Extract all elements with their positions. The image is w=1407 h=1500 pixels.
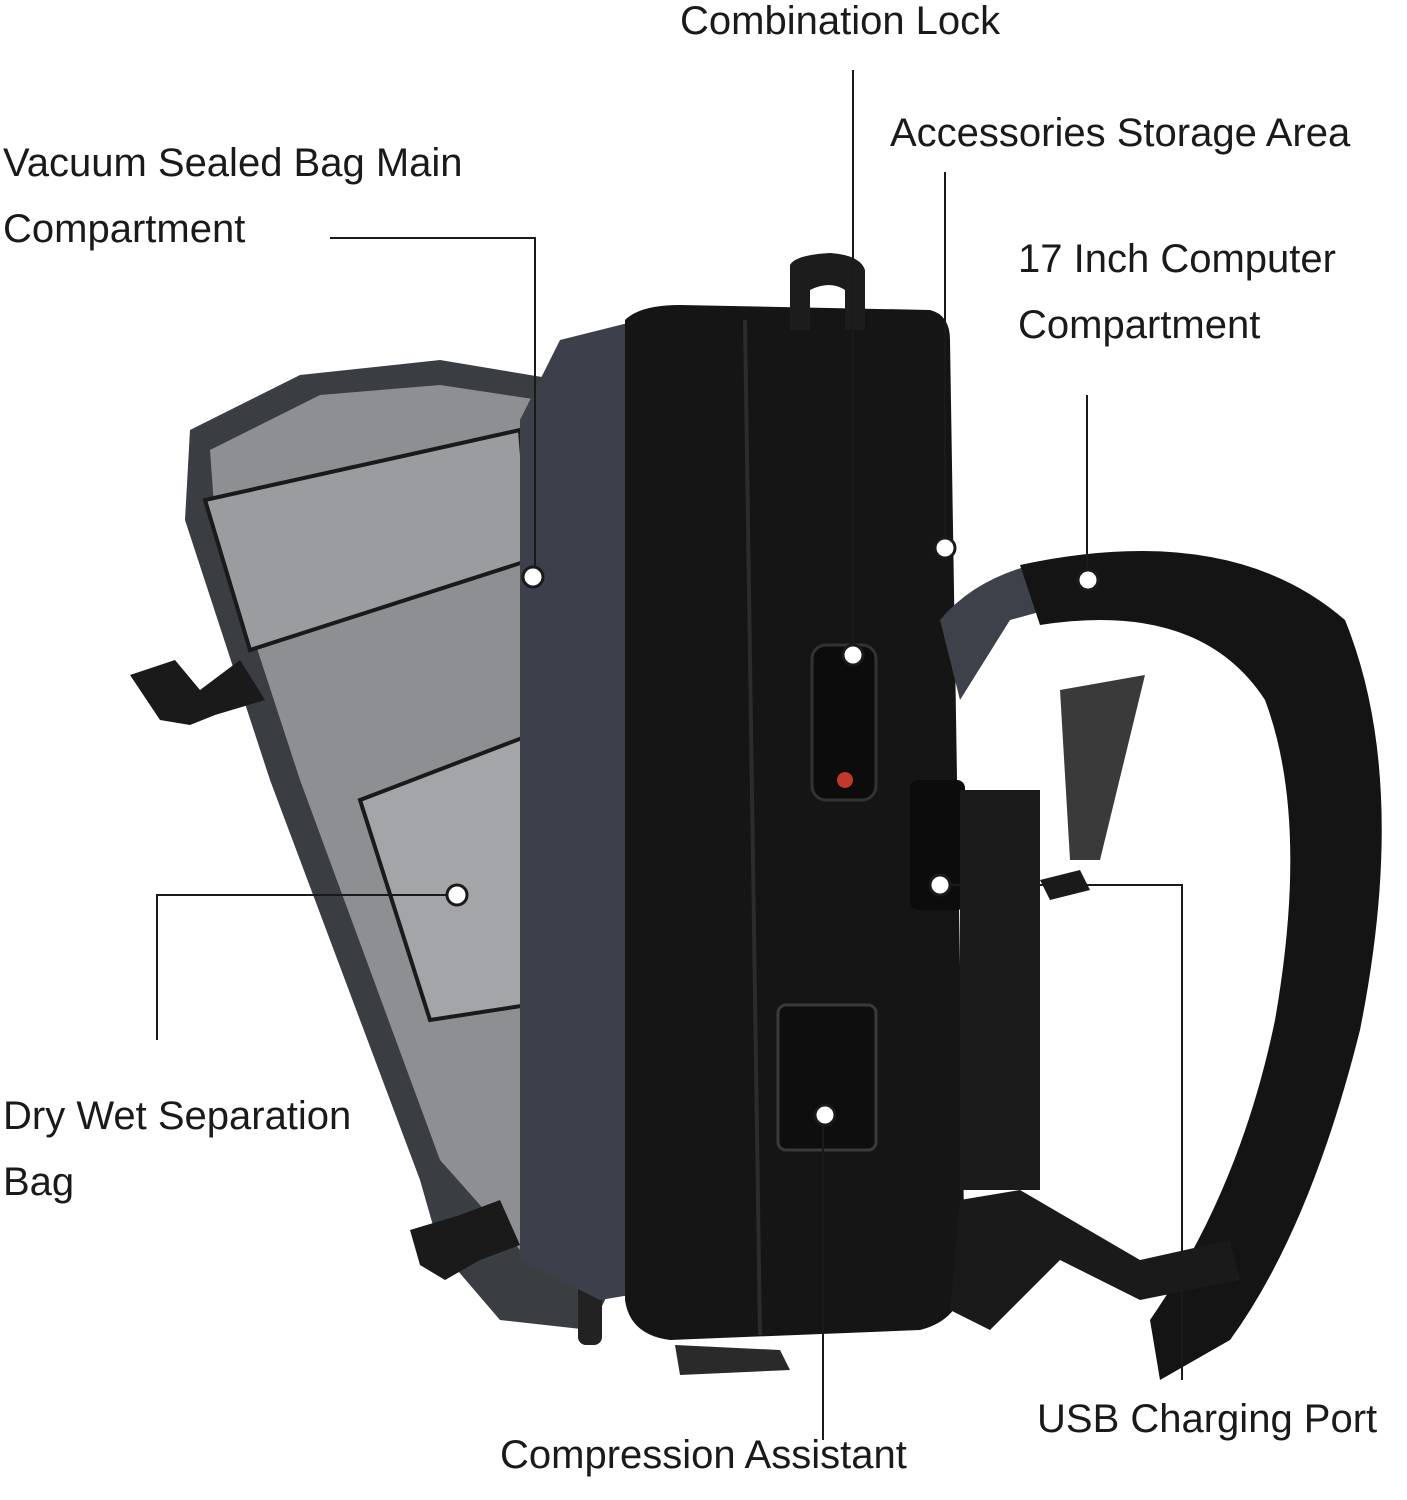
combination-lock-body: [810, 643, 878, 802]
rear-lower-panel: [960, 790, 1040, 1190]
label-vacuum-sealed: Vacuum Sealed Bag Main Compartment: [3, 130, 463, 262]
marker-dots: [445, 536, 1100, 1127]
marker-accessories: [933, 536, 957, 560]
label-compression: Compression Assistant: [500, 1422, 907, 1488]
label-combination-lock: Combination Lock: [680, 0, 1000, 54]
marker-computer: [1076, 568, 1100, 592]
lock-dial: [837, 772, 853, 788]
compression-panel: [776, 1003, 878, 1152]
lower-side-buckle: [410, 1200, 520, 1280]
strap-webbing: [1060, 675, 1145, 860]
label-computer-compartment-line1: 17 Inch Computer: [1018, 237, 1336, 281]
label-dry-wet: Dry Wet Separation Bag: [3, 1083, 351, 1215]
marker-vacuum: [521, 565, 545, 589]
marker-combination-lock: [841, 643, 865, 667]
label-usb-port: USB Charging Port: [1037, 1386, 1377, 1452]
top-handle: [790, 253, 865, 330]
leader-dry-wet: [156, 894, 457, 1040]
bottom-strap-loop: [675, 1345, 790, 1375]
label-compression-text: Compression Assistant: [500, 1433, 907, 1477]
lower-strap: [950, 1190, 1240, 1330]
label-vacuum-sealed-line2: Compartment: [3, 207, 246, 251]
usb-module: [910, 780, 965, 910]
leader-usb: [942, 884, 1183, 1380]
label-combination-lock-text: Combination Lock: [680, 0, 1001, 43]
shoulder-strap: [1020, 551, 1382, 1380]
label-usb-port-text: USB Charging Port: [1037, 1397, 1378, 1441]
body-seam: [743, 319, 762, 1336]
label-vacuum-sealed-line1: Vacuum Sealed Bag Main: [3, 141, 463, 185]
label-dry-wet-line1: Dry Wet Separation: [3, 1094, 352, 1138]
label-accessories-storage-text: Accessories Storage Area: [890, 111, 1351, 155]
marker-usb: [928, 873, 952, 897]
main-body: [625, 305, 965, 1340]
marker-dry-wet: [445, 883, 469, 907]
label-computer-compartment: 17 Inch Computer Compartment: [1018, 226, 1336, 358]
marker-compression: [813, 1103, 837, 1127]
leader-vacuum: [330, 237, 536, 577]
upper-side-buckle: [130, 660, 265, 725]
label-dry-wet-line2: Bag: [3, 1160, 75, 1204]
label-accessories-storage: Accessories Storage Area: [890, 100, 1350, 166]
label-computer-compartment-line2: Compartment: [1018, 303, 1261, 347]
leader-lines: [156, 70, 1183, 1440]
